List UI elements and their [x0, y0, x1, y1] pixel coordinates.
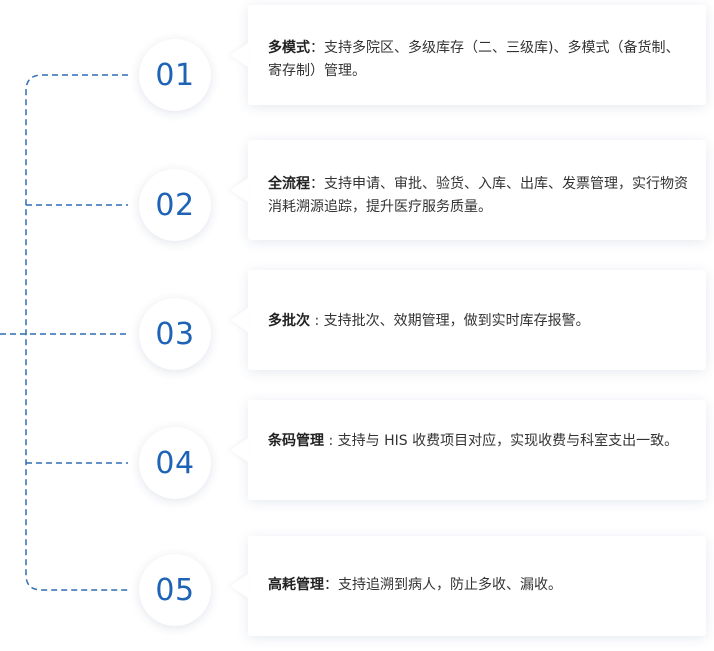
feature-desc-4: 支持与 HIS 收费项目对应，实现收费与科室支出一致。 — [337, 433, 679, 449]
feature-text-4: 条码管理 : 支持与 HIS 收费项目对应，实现收费与科室支出一致。 — [268, 433, 679, 449]
bracket-line — [25, 74, 128, 591]
feature-text-3: 多批次 : 支持批次、效期管理，做到实时库存报警。 — [268, 313, 590, 329]
step-number-1: 01 — [155, 57, 195, 93]
feature-card-4: 条码管理 : 支持与 HIS 收费项目对应，实现收费与科室支出一致。 — [248, 400, 706, 500]
step-badge-4: 04 — [139, 427, 211, 499]
feature-label-1: 多模式 — [268, 40, 310, 56]
feature-text-5: 高耗管理：支持追溯到病人，防止多收、漏收。 — [268, 577, 562, 593]
feature-desc-2: 支持申请、审批、验货、入库、出库、发票管理，实行物资消耗溯源追踪，提升医疗服务质… — [268, 176, 688, 215]
feature-card-5: 高耗管理：支持追溯到病人，防止多收、漏收。 — [248, 536, 706, 636]
step-number-3: 03 — [155, 316, 195, 352]
feature-card-2: 全流程：支持申请、审批、验货、入库、出库、发票管理，实行物资消耗溯源追踪，提升医… — [248, 140, 706, 240]
step-number-4: 04 — [155, 445, 195, 481]
feature-desc-1: 支持多院区、多级库存（二、三级库)、多模式（备货制、寄存制）管理。 — [268, 40, 680, 79]
step-badge-1: 01 — [139, 39, 211, 111]
step-badge-2: 02 — [139, 169, 211, 241]
feature-text-2: 全流程：支持申请、审批、验货、入库、出库、发票管理，实行物资消耗溯源追踪，提升医… — [268, 176, 688, 215]
feature-card-1: 多模式：支持多院区、多级库存（二、三级库)、多模式（备货制、寄存制）管理。 — [248, 5, 706, 105]
feature-label-3: 多批次 — [268, 313, 310, 329]
step-number-2: 02 — [155, 187, 195, 223]
feature-desc-5: 支持追溯到病人，防止多收、漏收。 — [338, 577, 562, 593]
step-number-5: 05 — [155, 572, 195, 608]
step-badge-5: 05 — [139, 554, 211, 626]
feature-card-3: 多批次 : 支持批次、效期管理，做到实时库存报警。 — [248, 270, 706, 370]
feature-label-4: 条码管理 — [268, 433, 324, 449]
feature-text-1: 多模式：支持多院区、多级库存（二、三级库)、多模式（备货制、寄存制）管理。 — [268, 40, 680, 79]
feature-label-2: 全流程 — [268, 176, 310, 192]
feature-desc-3: 支持批次、效期管理，做到实时库存报警。 — [323, 313, 590, 329]
step-badge-3: 03 — [139, 298, 211, 370]
feature-label-5: 高耗管理 — [268, 577, 324, 593]
